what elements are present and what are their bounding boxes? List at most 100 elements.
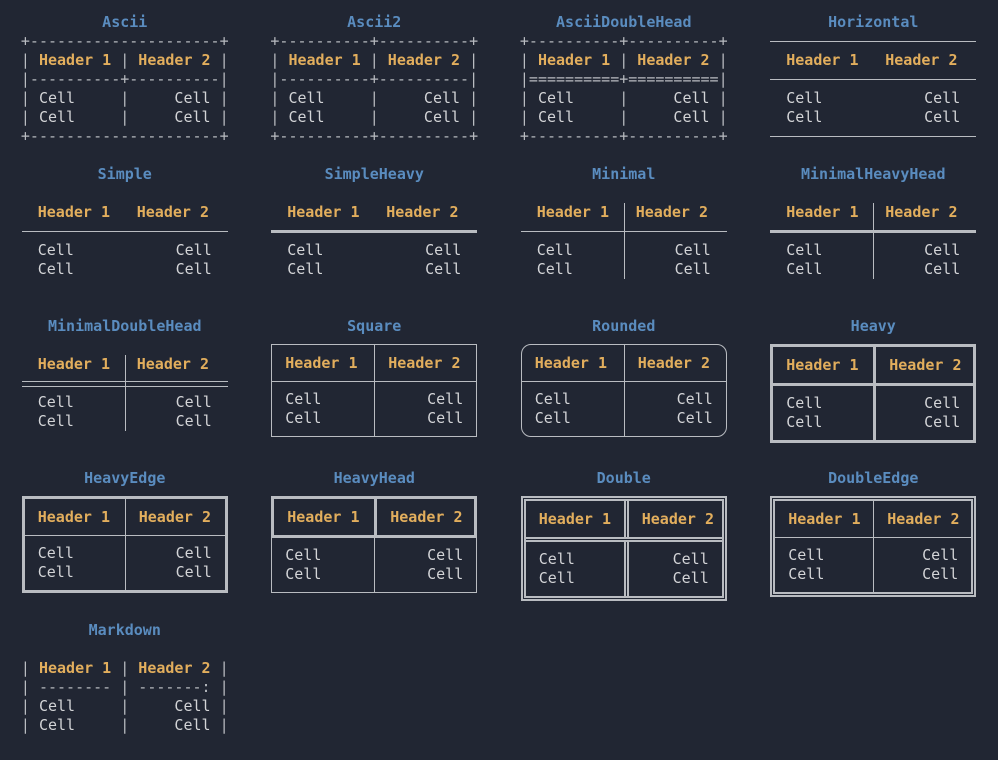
cell-line: | Cell | Cell | xyxy=(21,89,229,108)
column-separator xyxy=(624,203,625,279)
header-separator xyxy=(22,222,228,241)
cell: Cell xyxy=(285,546,374,565)
cell: Cell xyxy=(126,544,212,563)
border-text: | xyxy=(75,716,174,734)
cell: Cell xyxy=(39,697,75,715)
ascii-table: +----------+----------+ | Header 1 | Hea… xyxy=(520,32,728,146)
header-separator-line: |==========+==========| xyxy=(520,70,728,89)
cell: Cell xyxy=(39,108,75,126)
border-text: | xyxy=(21,678,39,696)
table-title: Ascii2 xyxy=(347,13,401,32)
cell: Cell xyxy=(788,565,873,584)
border-top-line: +---------------------+ xyxy=(21,32,229,51)
cell: Cell xyxy=(521,241,624,260)
cell: Cell xyxy=(539,550,624,569)
cell: Cell xyxy=(375,409,463,428)
header-2: Header 2 xyxy=(138,51,210,69)
cell: Cell xyxy=(174,108,210,126)
header-1: Header 1 xyxy=(39,51,111,69)
table-title: MinimalDoubleHead xyxy=(48,317,202,336)
header-2: Header 2 xyxy=(388,51,460,69)
spacer xyxy=(22,184,228,203)
cell: Cell xyxy=(786,394,873,413)
border-text: | xyxy=(610,51,637,69)
table-title: SimpleHeavy xyxy=(325,165,424,184)
header-2: Header 2 xyxy=(873,347,973,383)
border-text: | xyxy=(21,716,39,734)
cell: Cell xyxy=(424,108,460,126)
table-card-ascii-double-head: AsciiDoubleHead +----------+----------+ … xyxy=(499,0,749,152)
cell: Cell xyxy=(624,241,727,260)
markdown-separator-dashes: -------- xyxy=(39,678,111,696)
cell: Cell xyxy=(873,108,976,127)
cell: Cell xyxy=(374,241,477,260)
header-separator xyxy=(770,70,976,89)
border-text: | xyxy=(460,89,478,107)
markdown-separator-line: | -------- | -------: | xyxy=(21,678,229,697)
header-separator xyxy=(271,222,477,241)
border-text: | xyxy=(460,51,478,69)
header-2: Header 2 xyxy=(138,659,210,677)
table-title: Markdown xyxy=(89,621,161,640)
cell-line: | Cell | Cell | xyxy=(21,716,229,735)
spacer xyxy=(521,184,727,203)
cell: Cell xyxy=(770,241,873,260)
header-line: | Header 1 | Header 2 | xyxy=(21,51,229,70)
cell: Cell xyxy=(22,393,125,412)
border-text: | xyxy=(111,659,138,677)
cell: Cell xyxy=(629,550,709,569)
border-text: | xyxy=(111,51,138,69)
table-title: Ascii xyxy=(102,13,147,32)
border-text: | xyxy=(111,678,138,696)
header-line: | Header 1 | Header 2 | xyxy=(520,51,728,70)
header-2: Header 2 xyxy=(637,51,709,69)
cell: Cell xyxy=(288,89,324,107)
cell-line: | Cell | Cell | xyxy=(21,697,229,716)
border-text: | xyxy=(325,89,424,107)
cell: Cell xyxy=(424,89,460,107)
cell: Cell xyxy=(538,108,574,126)
cell: Cell xyxy=(539,569,624,588)
header-line: | Header 1 | Header 2 | xyxy=(270,51,478,70)
cell: Cell xyxy=(375,390,463,409)
border-text: | xyxy=(325,108,424,126)
cell: Cell xyxy=(673,108,709,126)
markdown-separator-dashes: -------: xyxy=(138,678,210,696)
cell: Cell xyxy=(174,89,210,107)
cell-line: | Cell | Cell | xyxy=(520,89,728,108)
cell: Cell xyxy=(786,413,873,432)
border-text: | xyxy=(460,108,478,126)
cell: Cell xyxy=(375,546,463,565)
border-text: | xyxy=(75,697,174,715)
cell: Cell xyxy=(374,260,477,279)
header-1: Header 1 xyxy=(39,659,111,677)
table-card-markdown: Markdown | Header 1 | Header 2 | | -----… xyxy=(0,608,250,760)
